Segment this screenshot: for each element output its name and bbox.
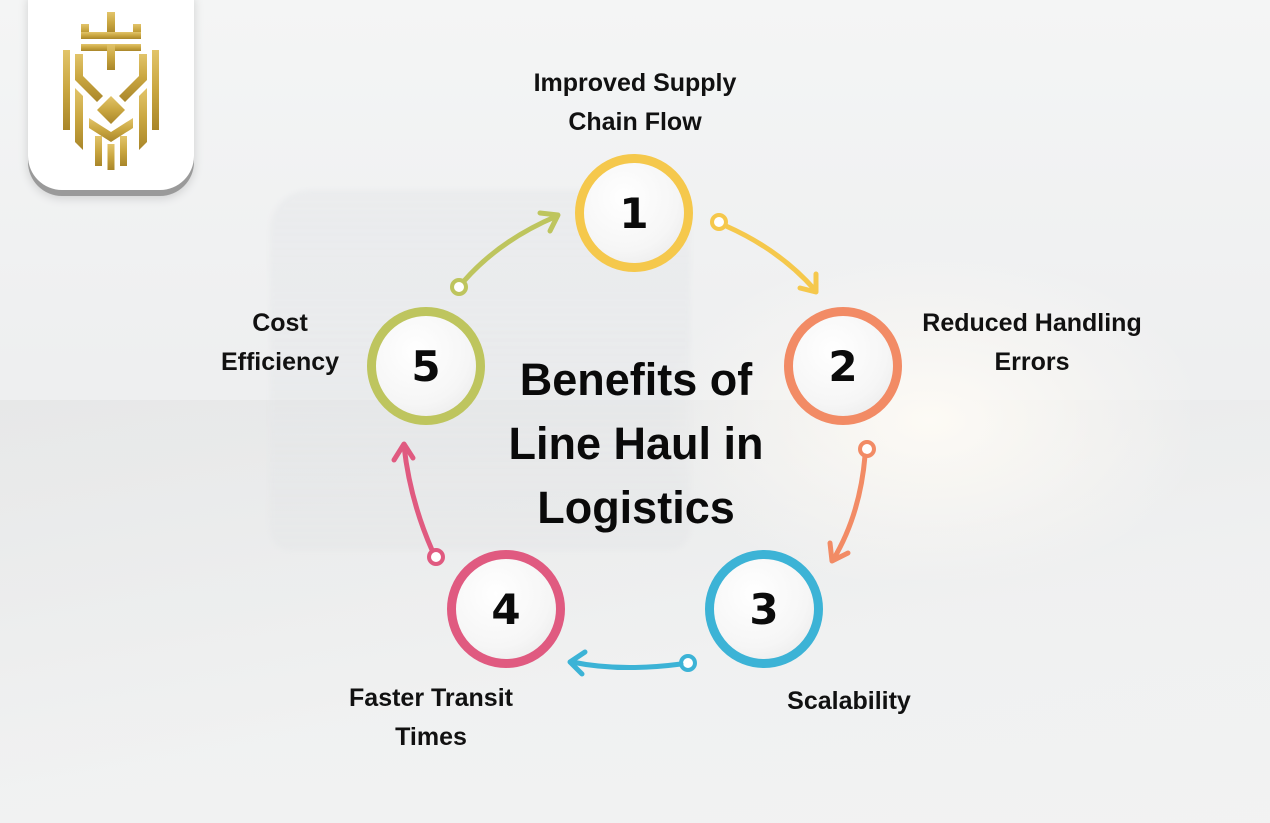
title-line-1: Benefits of — [519, 354, 753, 405]
step-number-2: 2 — [828, 341, 858, 391]
step-label-1-line-2: Chain Flow — [568, 108, 702, 136]
step-node-2: 2 — [784, 307, 902, 425]
step-number-4: 4 — [491, 584, 521, 634]
step-label-4-line-1: Faster Transit — [349, 684, 513, 712]
step-label-1-line-1: Improved Supply — [533, 69, 737, 97]
step-label-2-line-2: Errors — [994, 348, 1070, 376]
arrow-3-to-4 — [567, 649, 697, 677]
step-node-1: 1 — [575, 154, 693, 272]
diagram-title: Benefits of Line Haul in Logistics — [476, 348, 796, 540]
step-label-4: Faster Transit Times — [349, 679, 513, 757]
step-label-4-line-2: Times — [395, 723, 467, 751]
step-number-1: 1 — [619, 188, 649, 238]
title-line-3: Logistics — [537, 482, 735, 533]
arrow-5-to-1 — [450, 210, 561, 296]
step-label-5: Cost Efficiency — [221, 304, 339, 382]
crown-shield-logo-icon — [63, 12, 159, 170]
step-label-5-line-2: Efficiency — [220, 348, 340, 376]
step-number-3: 3 — [749, 584, 779, 634]
step-label-3: Scalability — [787, 682, 911, 721]
step-label-2-line-1: Reduced Handling — [922, 309, 1142, 337]
step-node-4: 4 — [447, 550, 565, 668]
logo-card — [28, 0, 194, 190]
step-label-1: Improved Supply Chain Flow — [534, 64, 737, 142]
step-label-3-line-1: Scalability — [787, 687, 911, 715]
arrow-1-to-2 — [710, 213, 819, 295]
title-line-2: Line Haul in — [508, 418, 764, 469]
step-number-5: 5 — [411, 341, 441, 391]
step-node-5: 5 — [367, 307, 485, 425]
step-node-3: 3 — [705, 550, 823, 668]
arrow-2-to-3 — [827, 440, 876, 564]
arrow-4-to-5 — [391, 441, 445, 566]
step-label-5-line-1: Cost — [252, 309, 308, 337]
step-label-2: Reduced Handling Errors — [922, 304, 1141, 382]
